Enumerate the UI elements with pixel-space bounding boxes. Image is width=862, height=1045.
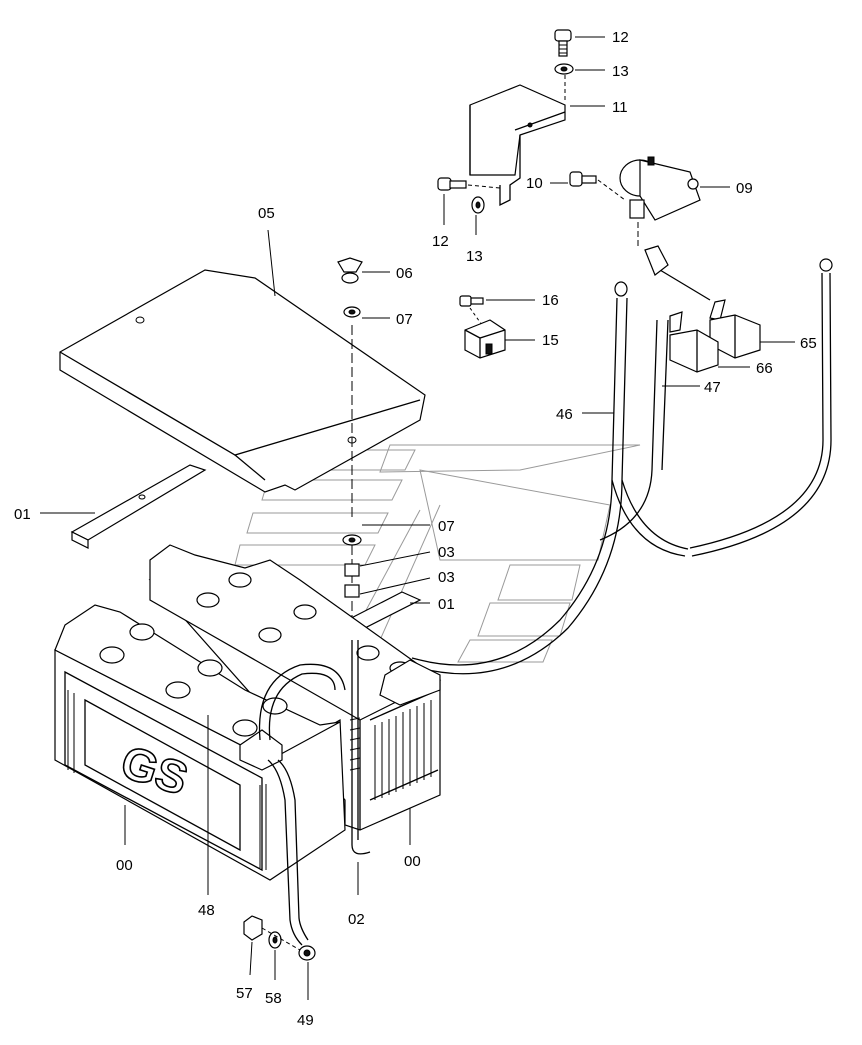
part-label-49: 49 xyxy=(297,1012,314,1029)
part-label-58: 58 xyxy=(265,990,282,1007)
part-label-01-left: 01 xyxy=(14,506,31,523)
washer-07-top xyxy=(343,306,390,319)
part-label-12: 12 xyxy=(612,29,629,46)
part-label-47: 47 xyxy=(704,379,721,396)
part-label-00-right: 00 xyxy=(404,853,421,870)
relay-15 xyxy=(464,319,535,359)
part-labels: 12 13 11 10 09 12 13 05 06 07 16 15 65 6… xyxy=(14,29,817,1029)
part-label-11: 11 xyxy=(612,99,628,116)
screw-16 xyxy=(459,295,535,326)
battery-00-right xyxy=(148,544,442,845)
cable-49 xyxy=(267,759,316,1000)
part-label-07: 07 xyxy=(396,311,413,328)
hold-down-rod-02 xyxy=(349,640,371,895)
bolt-10 xyxy=(550,171,626,201)
part-label-00-left: 00 xyxy=(116,857,133,874)
part-label-12-left: 12 xyxy=(432,233,449,250)
washer-13-top xyxy=(554,63,605,75)
part-label-05: 05 xyxy=(258,205,275,222)
part-label-03-b: 03 xyxy=(438,569,455,586)
part-label-15: 15 xyxy=(542,332,559,349)
relay-09 xyxy=(619,156,730,248)
part-label-01-right: 01 xyxy=(438,596,455,613)
part-label-13: 13 xyxy=(612,63,629,80)
bolt-12-top xyxy=(554,29,605,57)
part-label-66: 66 xyxy=(756,360,773,377)
part-label-07-mid: 07 xyxy=(438,518,455,535)
nut-03-b xyxy=(344,577,431,598)
part-label-02: 02 xyxy=(348,911,365,928)
nut-03-a xyxy=(344,551,431,577)
cable-48 xyxy=(207,663,346,895)
connector-clip xyxy=(644,245,669,276)
part-label-03-a: 03 xyxy=(438,544,455,561)
part-label-46: 46 xyxy=(556,406,573,423)
part-label-65: 65 xyxy=(800,335,817,352)
cable-right xyxy=(611,258,833,557)
battery-cover-05 xyxy=(59,229,426,493)
wing-nut-06 xyxy=(337,257,390,284)
washer-07-mid xyxy=(342,524,430,546)
part-label-09: 09 xyxy=(736,180,753,197)
washer-58 xyxy=(261,927,301,980)
part-label-06: 06 xyxy=(396,265,413,282)
hold-down-bar-01-left xyxy=(40,464,207,549)
part-label-10: 10 xyxy=(526,175,543,192)
bolt-12-left xyxy=(437,177,501,225)
part-label-57: 57 xyxy=(236,985,253,1002)
cable-46 xyxy=(411,281,628,675)
part-label-16: 16 xyxy=(542,292,559,309)
washer-13-left xyxy=(471,196,485,235)
nut-57 xyxy=(243,915,263,976)
bracket-11 xyxy=(469,75,605,207)
connector-66 xyxy=(669,311,750,373)
part-label-48: 48 xyxy=(198,902,215,919)
cable-47 xyxy=(599,319,700,541)
battery-00-left: GS xyxy=(54,604,346,881)
part-label-13-left: 13 xyxy=(466,248,483,265)
